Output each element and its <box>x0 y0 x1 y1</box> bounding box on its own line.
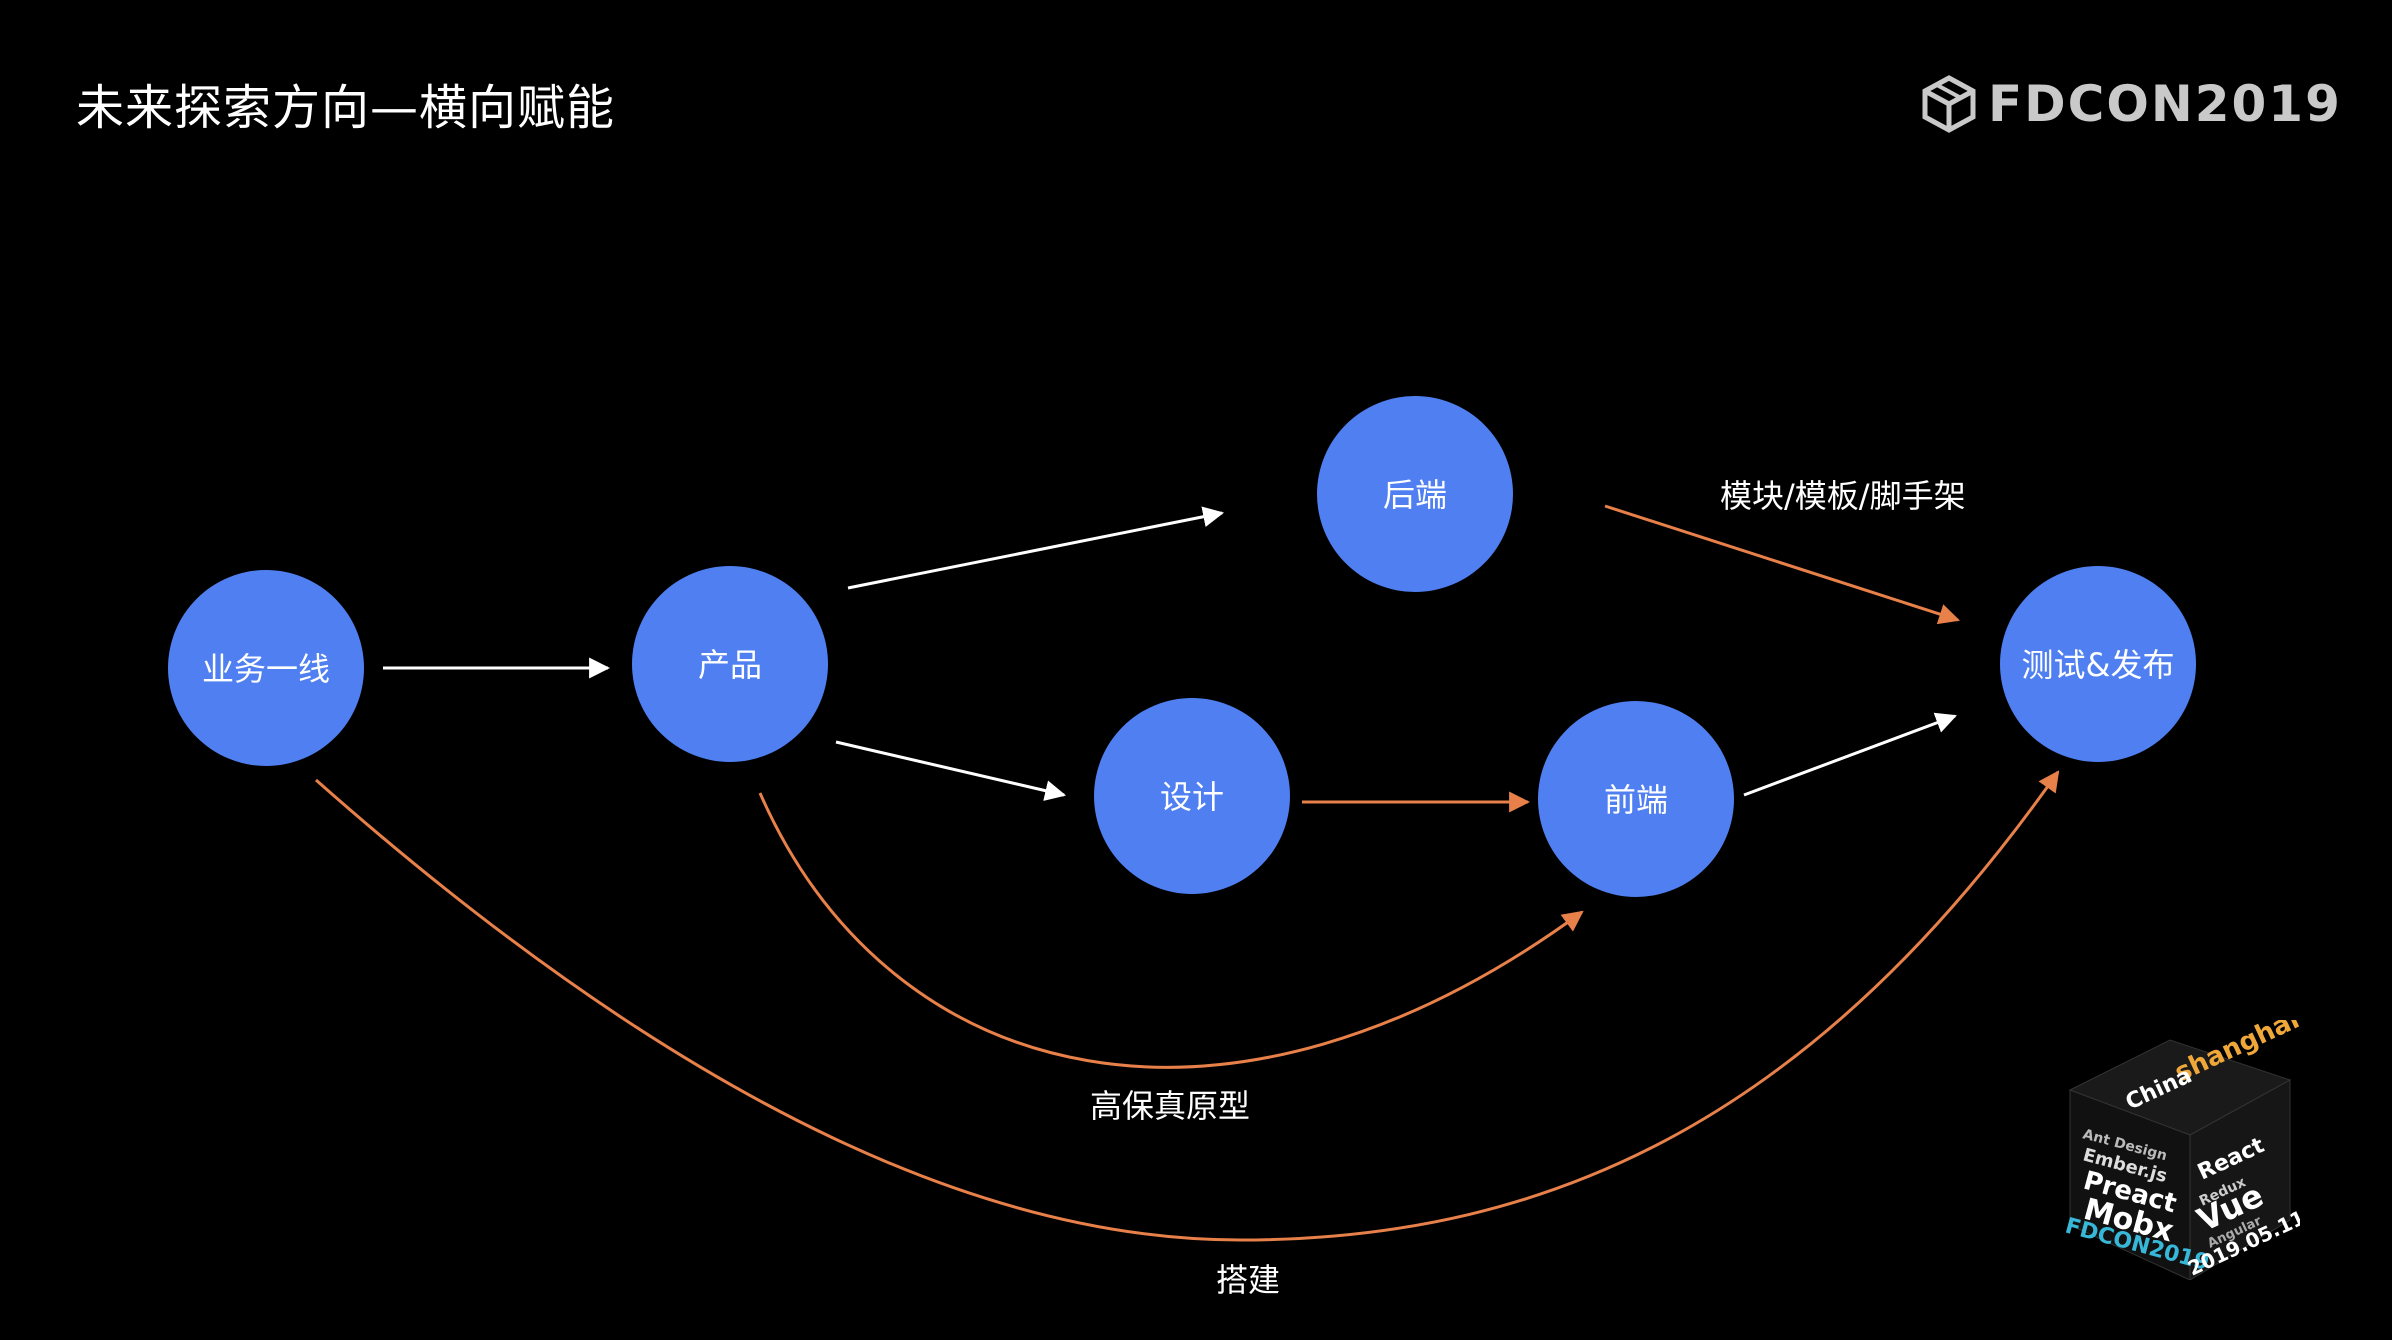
svg-text:测试&发布: 测试&发布 <box>2022 646 2175 684</box>
cube-logo-icon <box>1922 75 1976 133</box>
node-business: 业务一线 <box>168 570 364 766</box>
edge-frontend-release <box>1743 712 1957 797</box>
node-backend: 后端 <box>1317 396 1513 592</box>
node-product: 产品 <box>632 566 828 762</box>
edge-label-scaffold: 模块/模板/脚手架 <box>1720 477 1966 515</box>
brand-logo: FDCON2019 <box>1922 72 2342 136</box>
edge-label-prototype: 高保真原型 <box>1090 1087 1250 1125</box>
svg-text:设计: 设计 <box>1160 778 1224 816</box>
slide-title: 未来探索方向—横向赋能 <box>76 80 616 136</box>
edge-backend-release <box>1604 504 1960 625</box>
svg-text:产品: 产品 <box>698 646 762 684</box>
svg-text:前端: 前端 <box>1604 781 1668 819</box>
svg-text:业务一线: 业务一线 <box>202 650 330 688</box>
edge-business-release-build <box>315 770 2060 1242</box>
svg-text:后端: 后端 <box>1383 476 1447 514</box>
node-release: 测试&发布 <box>2000 566 2196 762</box>
edge-product-frontend-prototype <box>758 792 1584 1069</box>
brand-name: FDCON2019 <box>1988 75 2342 133</box>
node-design: 设计 <box>1094 698 1290 894</box>
edge-product-design <box>835 740 1067 801</box>
fdcon-cube-badge: shanghai China Ant Design Ember.js Preac… <box>2062 1020 2300 1280</box>
edge-label-build: 搭建 <box>1216 1261 1280 1299</box>
edge-product-backend <box>847 506 1225 590</box>
node-frontend: 前端 <box>1538 701 1734 897</box>
